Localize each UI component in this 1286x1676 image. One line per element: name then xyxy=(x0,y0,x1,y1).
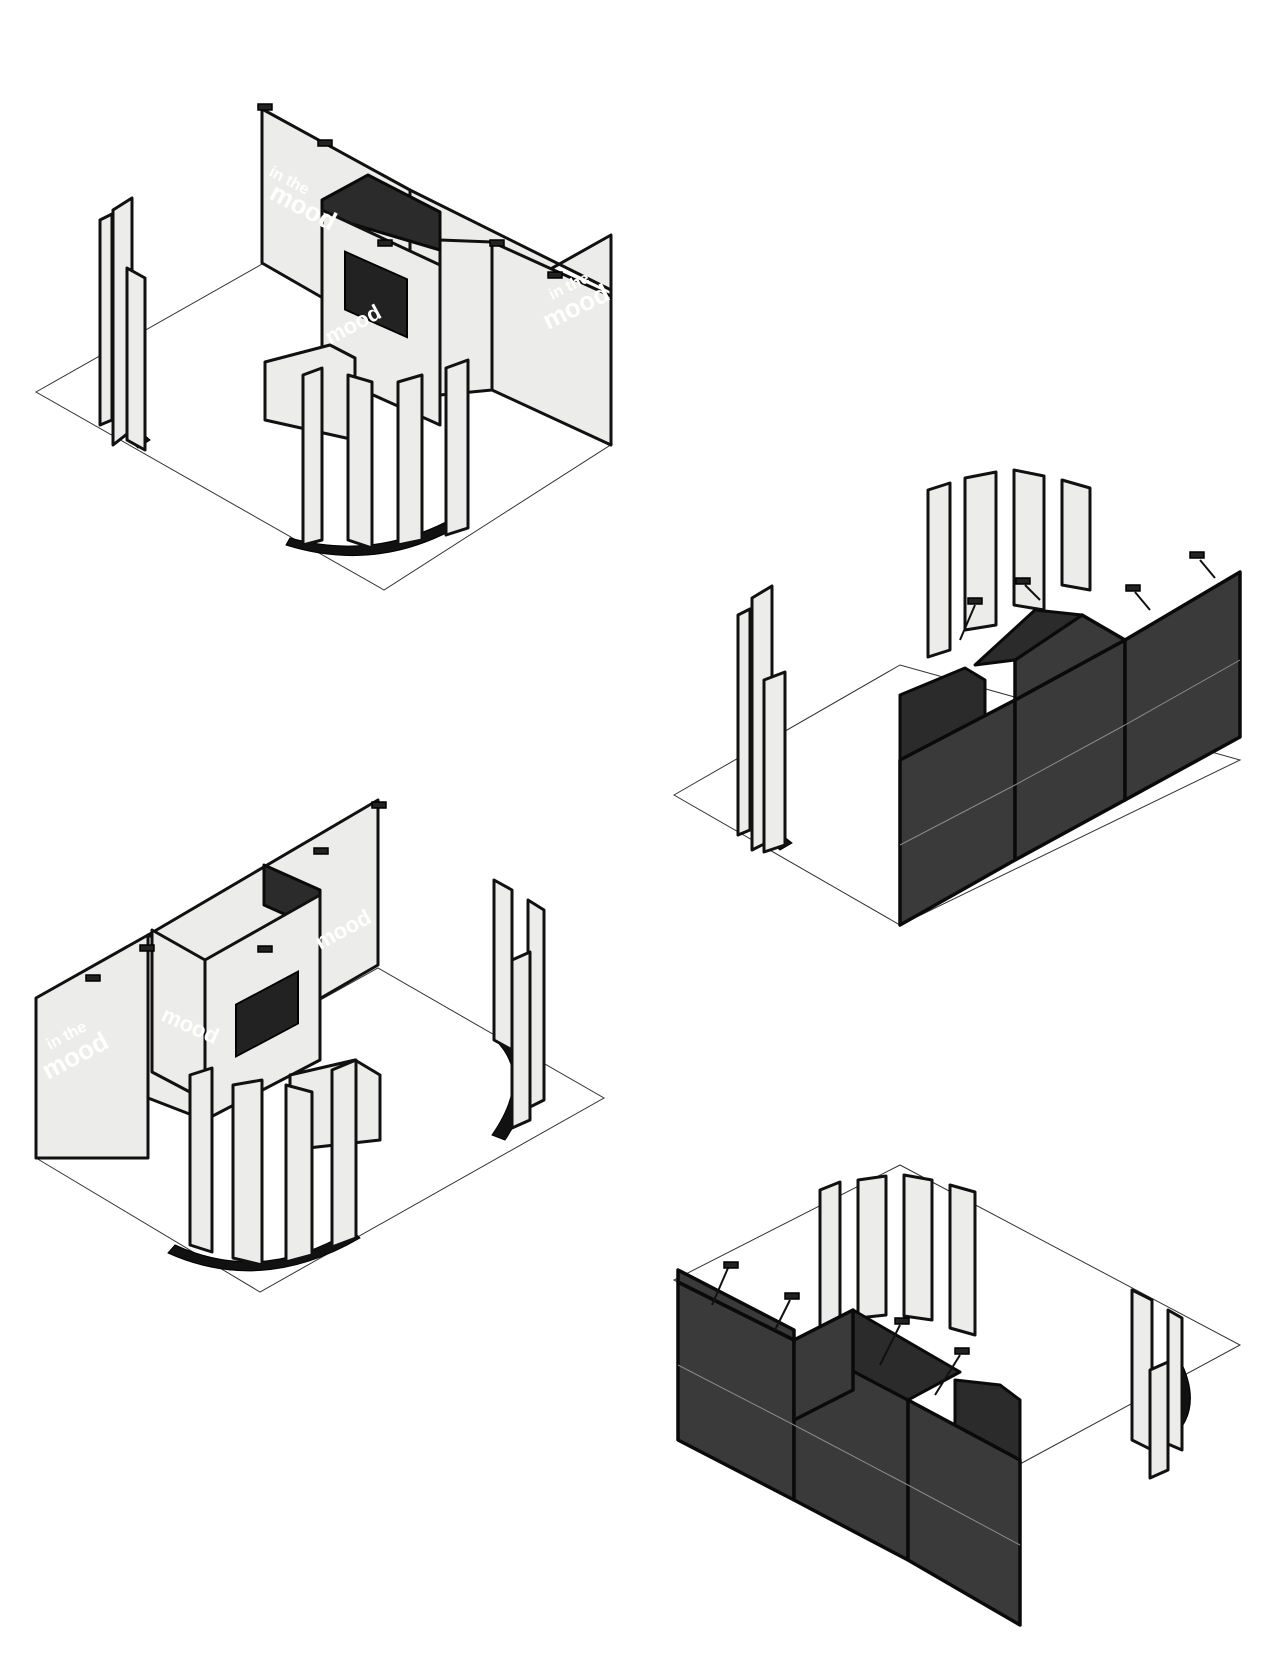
totem-back-2 xyxy=(856,1174,888,1320)
floor-outline xyxy=(672,664,1242,926)
lamp xyxy=(85,974,101,982)
totem-1 xyxy=(188,1066,214,1254)
lamp xyxy=(547,271,563,279)
tv-screen xyxy=(235,970,299,1059)
lamp xyxy=(1125,584,1141,592)
totem-back-3 xyxy=(902,1173,934,1322)
panel-seam xyxy=(1014,724,1126,786)
lamp xyxy=(1015,577,1031,585)
panel-seam xyxy=(1124,659,1241,726)
totem-2 xyxy=(346,373,374,550)
panel-seam xyxy=(677,1364,795,1426)
dark-wall-1 xyxy=(676,1280,796,1502)
lamp xyxy=(894,1317,910,1325)
dark-wall-3 xyxy=(906,1398,1022,1627)
totem-1 xyxy=(301,366,324,547)
totem-3 xyxy=(396,373,424,547)
lamp-arm xyxy=(879,1324,901,1366)
lamp xyxy=(371,801,387,809)
lamp xyxy=(967,597,983,605)
totem-left-2 xyxy=(98,212,114,427)
totem-2 xyxy=(231,1078,264,1267)
tv-screen xyxy=(344,250,408,339)
lamp xyxy=(313,847,329,855)
lamp-arm xyxy=(959,604,976,641)
totem-back-1 xyxy=(926,481,952,659)
totem-back-1 xyxy=(818,1180,842,1330)
lamp-arm xyxy=(934,1354,961,1396)
tower-dark-top xyxy=(973,608,1084,667)
panel-seam xyxy=(899,784,1016,846)
lamp xyxy=(257,103,273,111)
totem-right-3 xyxy=(510,950,532,1130)
totem-back-4 xyxy=(948,1183,977,1337)
totem-left-3 xyxy=(762,670,787,854)
totem-4 xyxy=(444,358,470,537)
lamp xyxy=(954,1347,970,1355)
curved-base xyxy=(167,1229,361,1272)
lamp xyxy=(377,239,393,247)
back-dark-upper xyxy=(676,1268,796,1342)
panel-seam xyxy=(793,1424,909,1486)
totem-left-3 xyxy=(125,266,147,452)
lamp xyxy=(784,1292,800,1300)
totem-left-2 xyxy=(736,607,752,837)
totem-right-2 xyxy=(1166,1308,1184,1452)
lamp xyxy=(489,239,505,247)
totem-right-3 xyxy=(1148,1360,1170,1480)
panel-seam xyxy=(907,1484,1021,1546)
lamp-arm xyxy=(1199,559,1216,579)
dark-wall-3 xyxy=(1123,570,1242,802)
lamp xyxy=(317,139,333,147)
lamp xyxy=(1189,551,1205,559)
totem-4 xyxy=(330,1058,358,1249)
lamp-arm xyxy=(774,1299,791,1331)
totem-back-4 xyxy=(1060,478,1092,592)
lamp xyxy=(139,944,155,952)
totem-back-2 xyxy=(963,470,998,632)
lamp xyxy=(257,945,273,953)
totem-3 xyxy=(284,1083,314,1264)
tower-dark-face xyxy=(792,1308,855,1422)
lamp-arm xyxy=(711,1267,729,1306)
back-wall-left xyxy=(34,933,150,1160)
lamp-arm xyxy=(1024,584,1041,601)
lamp xyxy=(723,1261,739,1269)
lamp-arm xyxy=(1134,591,1151,611)
